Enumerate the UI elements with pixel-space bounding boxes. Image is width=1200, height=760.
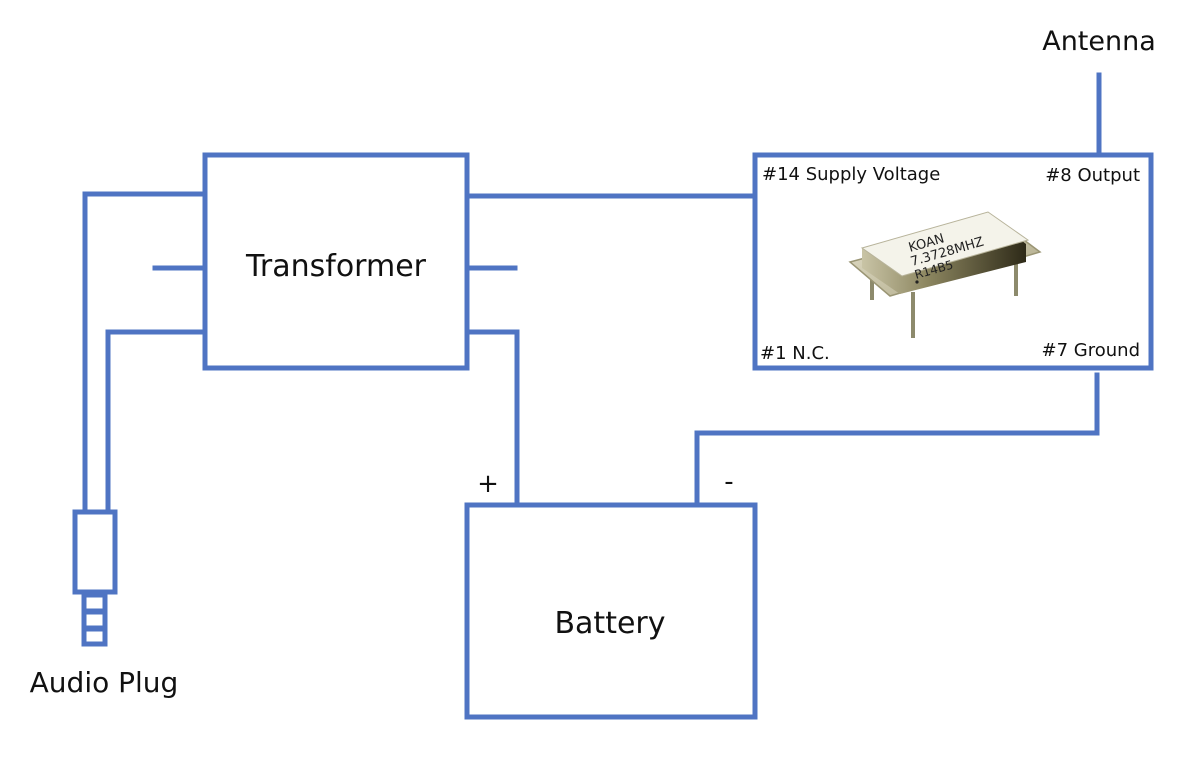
oscillator: #14 Supply Voltage #8 Output #1 N.C. #7 …	[752, 152, 1154, 371]
audio-plug: Audio Plug	[30, 509, 179, 699]
wire-battery-positive	[464, 329, 520, 508]
battery-positive-label: +	[477, 469, 499, 499]
pin-output-label: #8 Output	[1045, 165, 1140, 186]
battery: Battery + -	[464, 467, 758, 720]
wire-audio-tip	[82, 191, 208, 515]
crystal-chip-icon: KOAN 7.3728MHZ R14B5	[848, 211, 1042, 338]
audio-plug-tip-segment-3	[81, 626, 108, 647]
pin1-dot	[915, 280, 919, 284]
audio-plug-body	[72, 509, 118, 595]
wires	[82, 72, 1102, 515]
antenna-label: Antenna	[1042, 26, 1156, 57]
pin-supply-label: #14 Supply Voltage	[762, 164, 940, 185]
audio-plug-label: Audio Plug	[30, 666, 179, 699]
audio-plug-tip-segment-1	[81, 592, 108, 614]
battery-negative-label: -	[724, 467, 733, 497]
battery-box	[464, 502, 758, 720]
wire-battery-negative	[694, 372, 1100, 508]
pin-ground-label: #7 Ground	[1042, 340, 1140, 361]
pin-nc-label: #1 N.C.	[760, 343, 830, 364]
transformer: Transformer	[202, 152, 470, 371]
transformer-box	[202, 152, 470, 371]
battery-label: Battery	[554, 606, 665, 641]
transformer-label: Transformer	[245, 249, 427, 284]
audio-plug-tip-segment-2	[81, 609, 108, 631]
wire-audio-sleeve	[105, 329, 208, 515]
